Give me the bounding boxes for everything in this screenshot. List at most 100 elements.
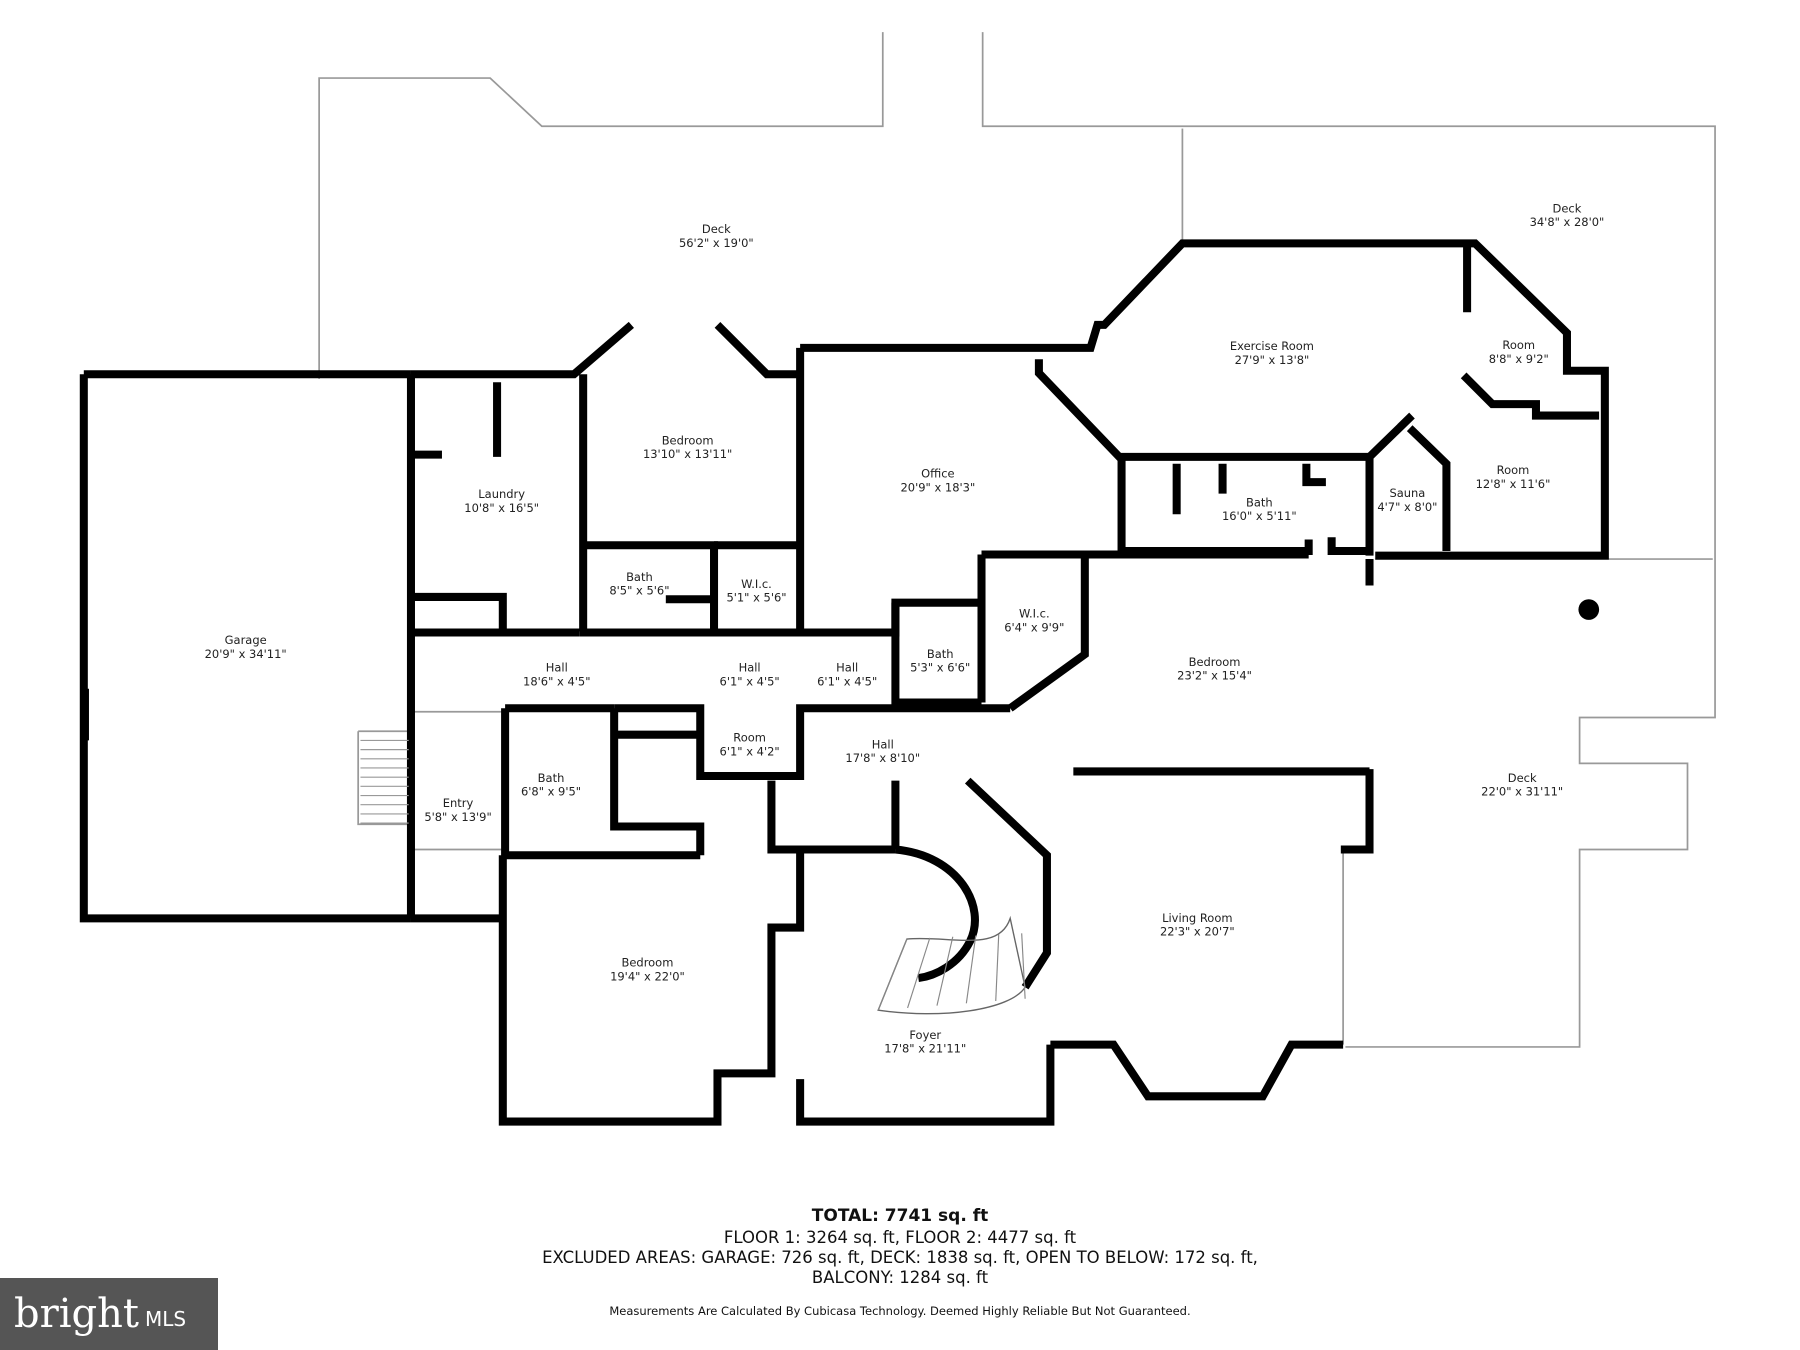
deck-outlines <box>318 32 1716 1048</box>
room-dimensions: 12'8" x 11'6" <box>1476 477 1551 491</box>
room-name: Deck <box>702 222 731 236</box>
wall <box>981 550 1089 712</box>
wall <box>579 598 982 637</box>
room-dimensions: 6'1" x 4'5" <box>817 674 877 688</box>
wall <box>414 592 507 632</box>
room-dimensions: 6'1" x 4'2" <box>720 744 780 758</box>
bright-mls-logo: bright MLS <box>0 1278 218 1350</box>
wall <box>410 321 634 379</box>
room-name: Bedroom <box>622 956 674 970</box>
room-name: Bath <box>1246 495 1273 509</box>
wall <box>800 239 1609 560</box>
staircase <box>877 915 1026 1015</box>
room-name: Sauna <box>1389 486 1425 500</box>
room-name: Bedroom <box>662 433 714 447</box>
room-name: Entry <box>443 796 474 810</box>
wall <box>1117 456 1313 556</box>
stair-step <box>995 934 1000 1002</box>
room-dimensions: 20'9" x 34'11" <box>205 647 287 661</box>
wall <box>614 704 1011 781</box>
room-name: Bedroom <box>1189 655 1241 669</box>
room-dimensions: 22'3" x 20'7" <box>1160 925 1235 939</box>
room-name: Deck <box>1508 771 1537 785</box>
room-dimensions: 5'1" x 5'6" <box>726 591 786 605</box>
stair-step <box>877 938 908 1011</box>
room-dimensions: 22'0" x 31'11" <box>1481 785 1563 799</box>
logo-brand: bright <box>14 1291 139 1337</box>
wall <box>1406 425 1451 552</box>
stair-step <box>907 937 931 1009</box>
stair-wall <box>894 845 979 983</box>
room-dimensions: 23'2" x 15'4" <box>1177 669 1252 683</box>
room-name: Bath <box>927 647 954 661</box>
excluded-areas: EXCLUDED AREAS: GARAGE: 726 sq. ft, DECK… <box>542 1248 1258 1267</box>
room-name: Bath <box>538 771 565 785</box>
wall <box>501 708 701 860</box>
wall <box>1460 372 1600 420</box>
wall <box>1050 1040 1344 1101</box>
room-dimensions: 6'1" x 4'5" <box>720 674 780 688</box>
room-dimensions: 18'6" x 4'5" <box>523 674 590 688</box>
deck-outline <box>357 731 411 826</box>
room-name: Foyer <box>909 1028 941 1042</box>
wall <box>964 777 1051 990</box>
wall <box>1340 769 1374 854</box>
room-name: Hall <box>872 737 894 751</box>
room-dimensions: 5'8" x 13'9" <box>424 810 491 824</box>
room-dimensions: 5'3" x 6'6" <box>910 661 970 675</box>
room-dimensions: 4'7" x 8'0" <box>1377 500 1437 514</box>
room-dimensions: 8'8" x 9'2" <box>1489 352 1549 366</box>
room-dimensions: 13'10" x 13'11" <box>643 447 732 461</box>
deck-post <box>1578 599 1600 620</box>
logo-suffix: MLS <box>144 1307 187 1331</box>
disclaimer: Measurements Are Calculated By Cubicasa … <box>609 1304 1191 1318</box>
room-name: Hall <box>739 661 761 675</box>
wall <box>1302 463 1326 487</box>
deck-outline <box>318 32 884 379</box>
wall <box>1034 359 1374 556</box>
deck-outline <box>981 32 1716 1048</box>
room-name: W.I.c. <box>1019 607 1050 621</box>
room-dimensions: 10'8" x 16'5" <box>464 501 539 515</box>
wall <box>796 1044 1055 1126</box>
room-dimensions: 17'8" x 21'11" <box>884 1042 966 1056</box>
room-name: Room <box>1497 463 1530 477</box>
room-name: Living Room <box>1162 911 1232 925</box>
stair-step <box>1021 933 1026 999</box>
wall <box>714 322 801 379</box>
room-dimensions: 8'5" x 5'6" <box>609 584 669 598</box>
wall <box>891 602 982 707</box>
wall <box>498 780 805 1126</box>
wall <box>610 708 705 856</box>
room-name: Exercise Room <box>1230 339 1314 353</box>
wall <box>1366 412 1415 460</box>
stair-step <box>965 935 977 1004</box>
room-name: Deck <box>1553 201 1582 215</box>
room-name: Garage <box>225 633 267 647</box>
room-name: Laundry <box>478 487 525 501</box>
room-name: Room <box>1502 338 1535 352</box>
room-name: Room <box>733 731 766 745</box>
room-name: Bath <box>626 570 653 584</box>
floor-areas: FLOOR 1: 3264 sq. ft, FLOOR 2: 4477 sq. … <box>723 1228 1077 1247</box>
room-dimensions: 16'0" x 5'11" <box>1222 509 1297 523</box>
room-dimensions: 6'8" x 9'5" <box>521 785 581 799</box>
room-name: Hall <box>546 661 568 675</box>
room-dimensions: 34'8" x 28'0" <box>1530 215 1605 229</box>
room-dimensions: 6'4" x 9'9" <box>1004 620 1064 634</box>
room-name: Office <box>921 467 954 481</box>
room-dimensions: 27'9" x 13'8" <box>1235 353 1310 367</box>
wall <box>1327 537 1370 556</box>
room-dimensions: 56'2" x 19'0" <box>679 236 754 250</box>
room-name: Hall <box>836 661 858 675</box>
wall <box>79 374 411 923</box>
walls <box>79 239 1609 1126</box>
room-dimensions: 17'8" x 8'10" <box>845 751 920 765</box>
room-name: W.I.c. <box>741 577 772 591</box>
total-area: TOTAL: 7741 sq. ft <box>811 1206 989 1226</box>
stair-step <box>936 936 954 1006</box>
room-dimensions: 19'4" x 22'0" <box>610 969 685 983</box>
room-dimensions: 20'9" x 18'3" <box>901 480 976 494</box>
